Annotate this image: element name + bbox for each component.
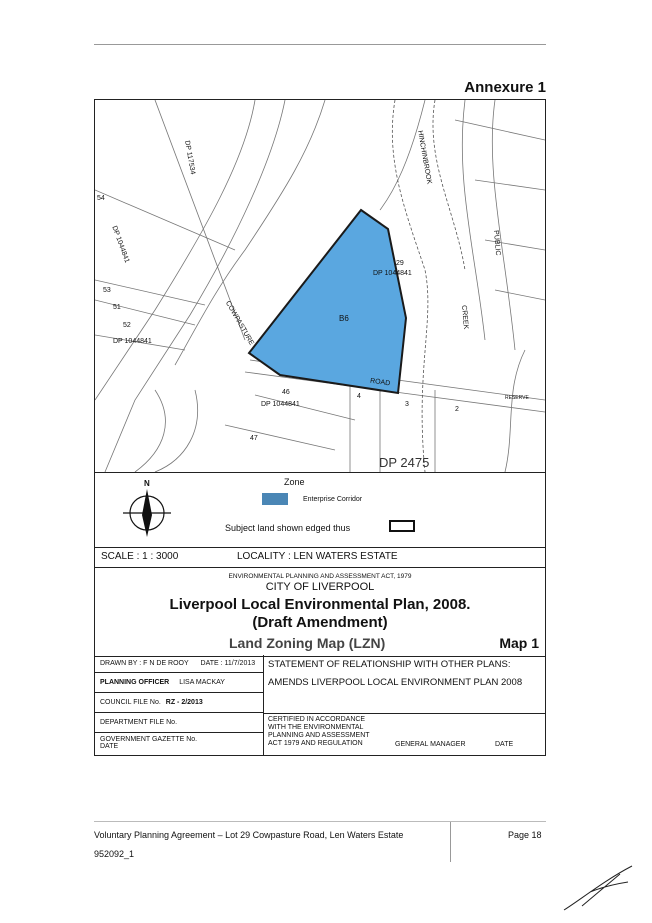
map-label: DP 1044841 [261,401,300,408]
top-rule [94,44,546,45]
map-title: Land Zoning Map (LZN) [229,635,386,651]
info-grid: DRAWN BY : F N DE ROOY DATE : 11/7/2013 … [95,655,545,755]
map-label: DP 2475 [379,455,430,470]
zone-label: B6 [339,314,349,323]
council-file-row: COUNCIL FILE No. RZ - 2/2013 [95,693,263,713]
act-line: ENVIRONMENTAL PLANNING AND ASSESSMENT AC… [228,573,412,580]
map-label: 4 [357,393,361,400]
scale-text: SCALE : 1 : 3000 [101,551,179,562]
drawn-by-row: DRAWN BY : F N DE ROOY DATE : 11/7/2013 [95,655,263,673]
drawn-date: DATE : 11/7/2013 [200,660,256,667]
draft-line: (Draft Amendment) [252,614,388,631]
zoning-map-sheet: DP 117534 54 DP 1044841 53 51 52 DP 1044… [94,99,546,756]
title-block: ENVIRONMENTAL PLANNING AND ASSESSMENT AC… [95,567,545,657]
department-file-row: DEPARTMENT FILE No. [95,713,263,733]
footer-rule [94,821,546,822]
map-label: 29 [396,260,404,267]
map-label: 51 [113,304,121,311]
locality-text: LOCALITY : LEN WATERS ESTATE [237,551,398,562]
subject-land-polygon [247,208,408,395]
planning-officer: LISA MACKAY [179,679,225,686]
statement-heading: STATEMENT OF RELATIONSHIP WITH OTHER PLA… [268,659,511,670]
footer-divider [450,822,451,862]
signature-mark [563,865,633,911]
map-label: 52 [123,322,131,329]
annexure-heading: Annexure 1 [464,79,546,96]
footer-doc-number: 952092_1 [94,849,135,859]
certified-line: CERTIFIED IN ACCORDANCE [268,716,366,723]
map-label: 2 [455,406,459,413]
map-label: 46 [282,389,290,396]
divider [263,713,545,714]
divider [263,655,264,755]
legend: N Zone Enterprise Corridor Subject land … [95,472,545,548]
planning-officer-row: PLANNING OFFICER LISA MACKAY [95,673,263,693]
map-label: RESERVE [505,395,529,401]
map-label: 53 [103,287,111,294]
gazette-date: DATE [100,743,119,750]
planning-officer-label: PLANNING OFFICER [100,679,170,686]
zone-heading: Zone [284,477,305,487]
footer-title: Voluntary Planning Agreement – Lot 29 Co… [94,830,404,840]
general-manager-label: GENERAL MANAGER [395,741,466,748]
manager-date-label: DATE [495,741,514,748]
zone-item-label: Enterprise Corridor [303,496,363,503]
enterprise-corridor-swatch [262,493,288,505]
north-label: N [144,479,150,488]
map-number: Map 1 [499,635,539,651]
map-area: DP 117534 54 DP 1044841 53 51 52 DP 1044… [95,100,545,473]
department-file: DEPARTMENT FILE No. [100,719,178,726]
certified-line: PLANNING AND ASSESSMENT [268,732,370,739]
gazette-label: GOVERNMENT GAZETTE No. [100,736,198,743]
statement-text: AMENDS LIVERPOOL LOCAL ENVIRONMENT PLAN … [268,677,523,688]
drawn-by: DRAWN BY : F N DE ROOY [100,660,189,667]
map-label: 47 [250,435,258,442]
map-label: DP 1044841 [373,270,412,277]
council-file: RZ - 2/2013 [165,699,203,706]
council-file-label: COUNCIL FILE No. [100,699,161,706]
cadastral-map [95,100,545,472]
map-label: 3 [405,401,409,408]
city-line: CITY OF LIVERPOOL [265,581,375,593]
certified-line: ACT 1979 AND REGULATION [268,740,363,747]
subject-land-note: Subject land shown edged thus [225,523,351,533]
subject-land-outline-swatch [389,520,415,532]
certified-line: WITH THE ENVIRONMENTAL [268,724,364,731]
north-arrow-icon [123,489,171,537]
map-label: DP 1044841 [113,338,152,345]
gazette-row: GOVERNMENT GAZETTE No. DATE [95,733,263,755]
page-number: Page 18 [508,830,542,840]
map-label: 54 [97,195,105,202]
certified-block: CERTIFIED IN ACCORDANCE WITH THE ENVIRON… [268,716,370,748]
plan-title: Liverpool Local Environmental Plan, 2008… [169,596,471,613]
